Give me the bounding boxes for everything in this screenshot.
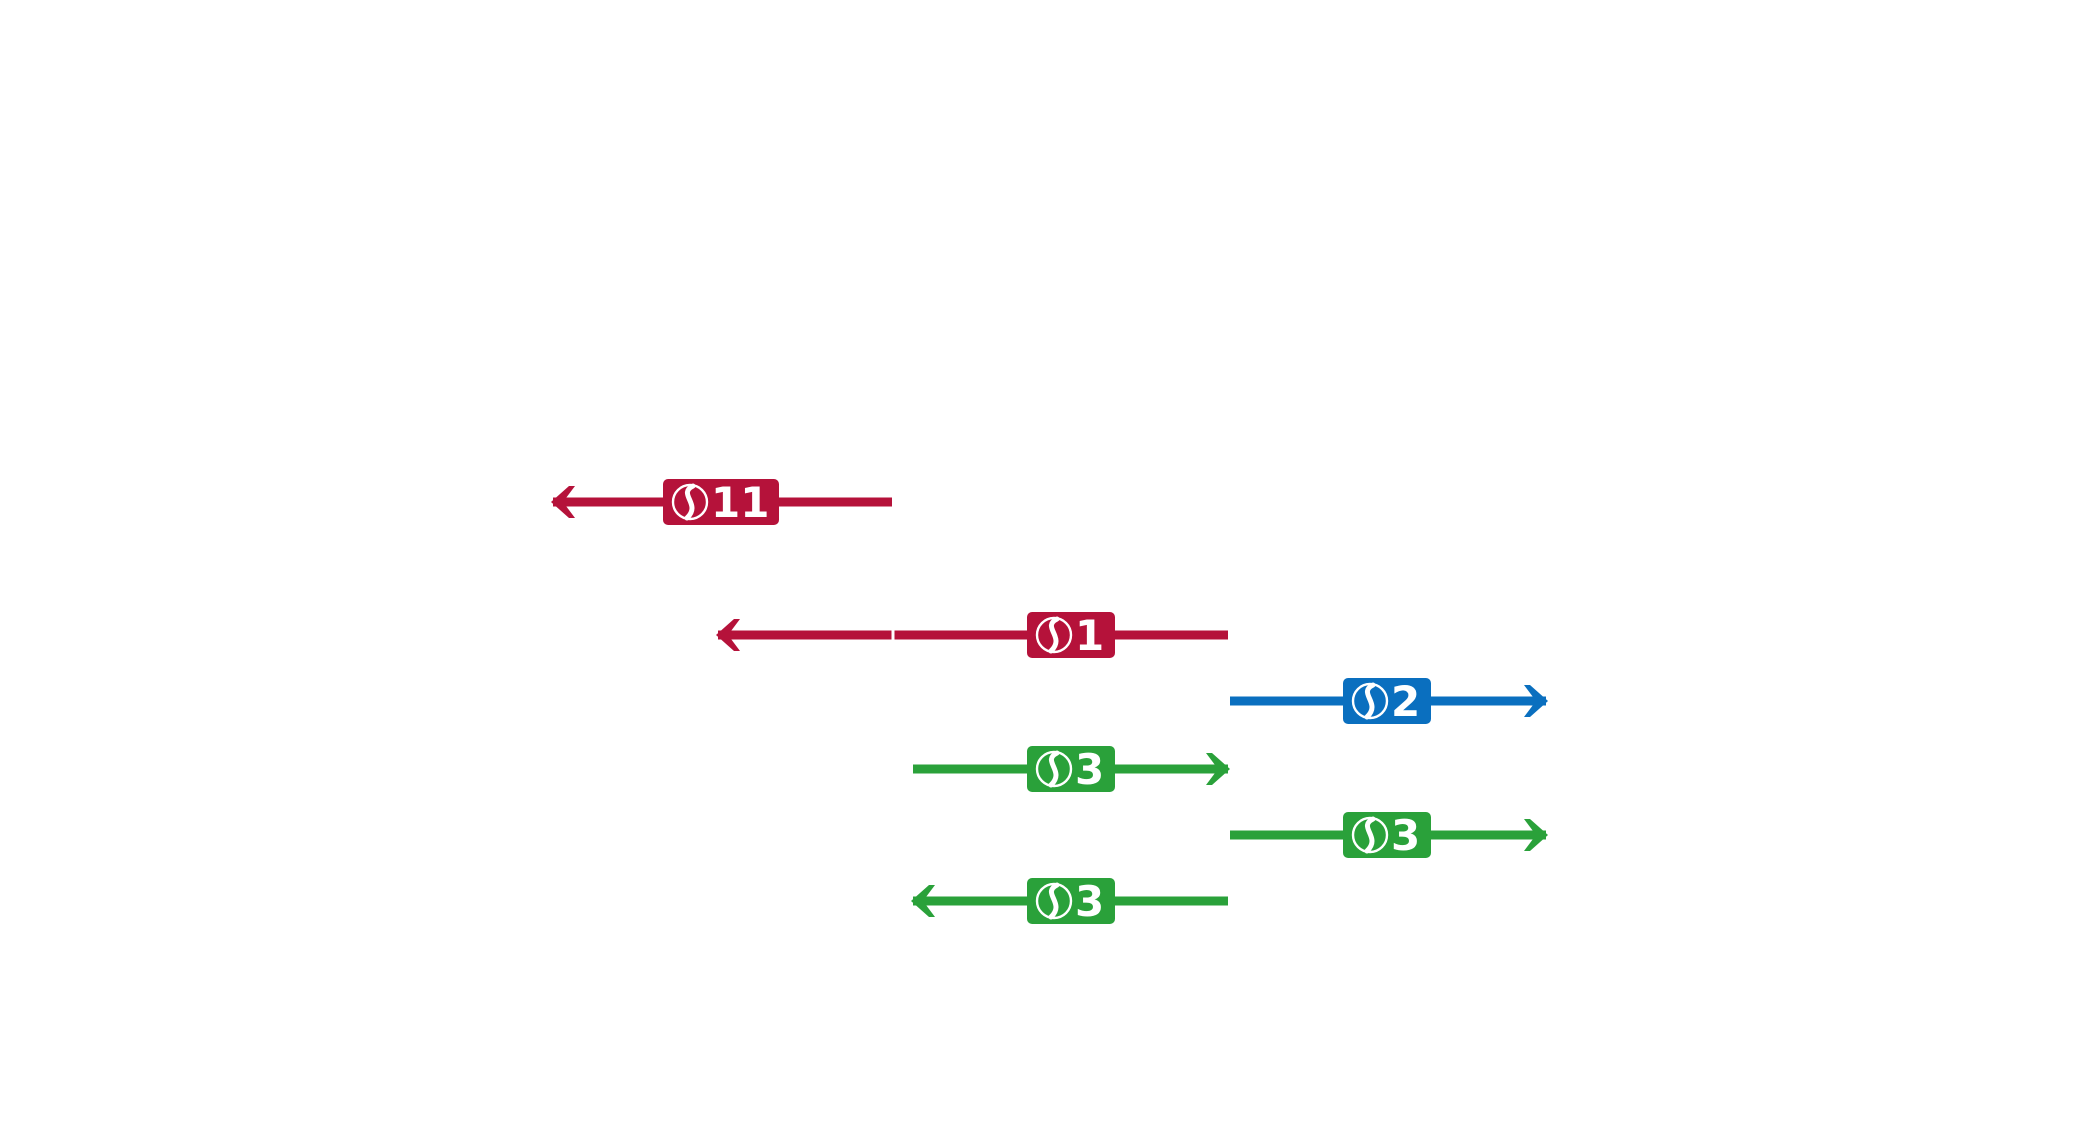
line-badge: 3 [1343, 811, 1431, 860]
s-bahn-logo-icon [1351, 816, 1389, 854]
line-badge: 3 [1027, 877, 1115, 926]
arrow-right-icon [1206, 753, 1230, 785]
track-separator [891, 629, 895, 641]
line-number-label: 11 [711, 478, 769, 527]
s-bahn-logo-icon [671, 483, 709, 521]
s-bahn-logo-icon [1351, 682, 1389, 720]
line-s2: 2 [1230, 677, 1548, 726]
arrow-right-icon [1524, 819, 1548, 851]
arrow-left-icon [911, 885, 935, 917]
line-badge: 2 [1343, 677, 1431, 726]
s-bahn-logo-icon [1035, 882, 1073, 920]
line-number-label: 3 [1391, 811, 1420, 860]
line-s3c: 3 [911, 877, 1228, 926]
line-number-label: 1 [1075, 611, 1104, 660]
arrow-left-icon [716, 619, 740, 651]
line-badge: 3 [1027, 745, 1115, 794]
line-badge: 11 [663, 478, 779, 527]
arrow-left-icon [551, 486, 575, 518]
line-s3b: 3 [1230, 811, 1548, 860]
s-bahn-logo-icon [1035, 616, 1073, 654]
line-number-label: 3 [1075, 745, 1104, 794]
arrow-right-icon [1524, 685, 1548, 717]
line-s1: 1 [716, 611, 1228, 660]
line-s11: 11 [551, 478, 892, 527]
line-s3a: 3 [913, 745, 1230, 794]
line-number-label: 3 [1075, 877, 1104, 926]
line-badge: 1 [1027, 611, 1115, 660]
s-bahn-logo-icon [1035, 750, 1073, 788]
line-number-label: 2 [1391, 677, 1420, 726]
